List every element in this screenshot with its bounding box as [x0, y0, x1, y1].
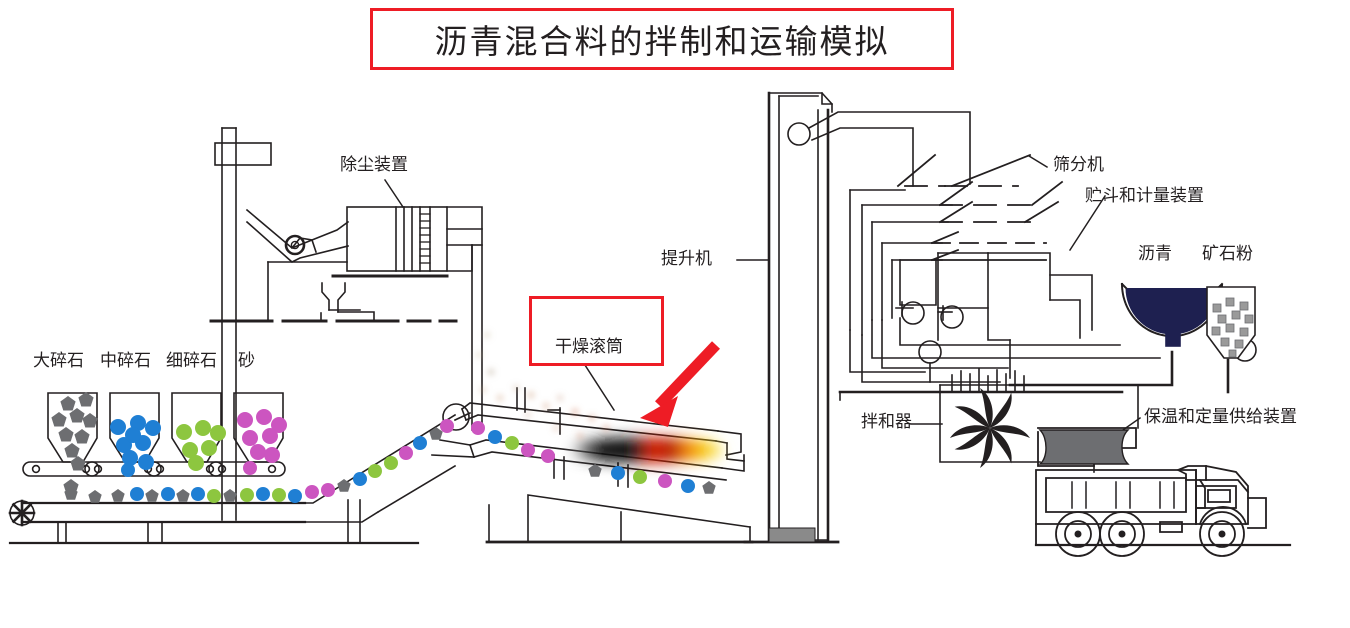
main-conveyor — [8, 413, 457, 544]
material-label-medium-crushed-stone: 中碎石 — [100, 351, 151, 370]
dump-truck — [1035, 465, 1267, 557]
gray-aggregate-group — [51, 392, 98, 494]
magenta-aggregate-group — [237, 409, 287, 475]
leader-storage-metering — [1068, 194, 1107, 252]
label-asphalt: 沥青 — [1138, 244, 1172, 263]
feeder-gray-block — [1037, 429, 1130, 465]
drying-drum — [431, 387, 751, 543]
leader-screen — [1027, 154, 1049, 169]
green-aggregate-group — [176, 420, 226, 471]
drying-drum-callout-box — [529, 296, 664, 366]
material-label-fine-crushed-stone: 细碎石 — [166, 351, 217, 370]
drying-drum-callout-label: 干燥滚筒 — [555, 337, 623, 356]
aggregate-particles — [51, 392, 716, 503]
powder-squares — [1211, 297, 1254, 358]
dust-collector-unit — [245, 206, 483, 322]
screening-machine — [896, 153, 1064, 262]
red-callout-arrow — [640, 341, 720, 427]
hopper-piping-network — [838, 189, 1161, 401]
leader-dust-collector — [383, 178, 405, 209]
hopper-feeder-belts — [22, 461, 286, 477]
label-mixer: 拌和器 — [861, 412, 912, 431]
riser-duct — [471, 228, 483, 431]
material-label-sand: 砂 — [238, 351, 255, 370]
label-screening-machine: 筛分机 — [1053, 155, 1104, 174]
label-storage-metering-device: 贮斗和计量装置 — [1085, 186, 1204, 205]
leader-lines — [383, 154, 1142, 434]
material-label-large-crushed-stone: 大碎石 — [33, 351, 84, 370]
belt-aggregate-stream — [64, 419, 716, 503]
dust-specks — [476, 332, 609, 439]
label-dust-collector: 除尘装置 — [340, 155, 408, 174]
mixer-housing — [939, 368, 1049, 463]
chimney-tower — [214, 127, 272, 521]
label-insulated-quantitative-feeder: 保温和定量供给装置 — [1144, 407, 1297, 426]
page-title: 沥青混合料的拌制和运输模拟 — [434, 25, 890, 61]
elevator-base-block — [768, 527, 816, 543]
mixer-blades — [950, 388, 1030, 468]
label-mineral-powder: 矿石粉 — [1202, 244, 1253, 263]
drum-flame — [565, 437, 725, 463]
incline-head-pulley — [442, 403, 470, 431]
asphalt-outlet-pipe — [1008, 350, 1174, 387]
label-elevator: 提升机 — [661, 249, 712, 268]
title-box — [370, 8, 954, 70]
elevator-shaft — [743, 91, 971, 544]
blue-aggregate-group — [110, 415, 161, 477]
leader-drying-drum — [581, 360, 616, 412]
